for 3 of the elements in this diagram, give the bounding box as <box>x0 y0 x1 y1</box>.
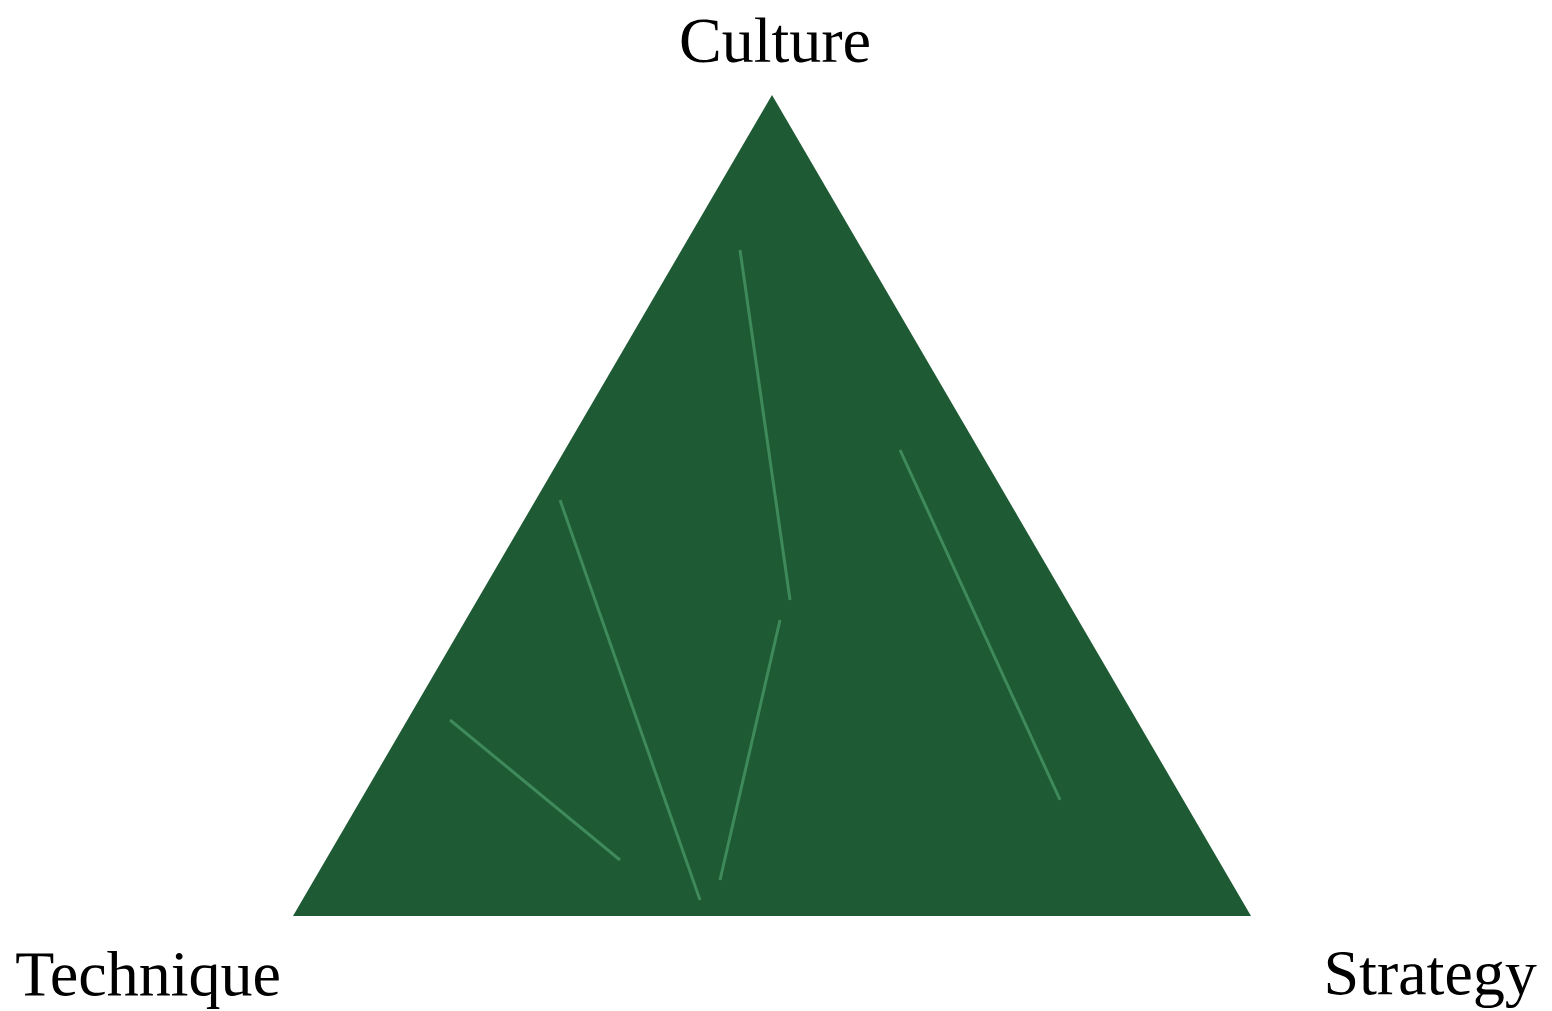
corner-label: Technique <box>16 950 279 1009</box>
corner-label: Strategy <box>1327 951 1537 1009</box>
corner-label: Culture <box>681 17 869 63</box>
